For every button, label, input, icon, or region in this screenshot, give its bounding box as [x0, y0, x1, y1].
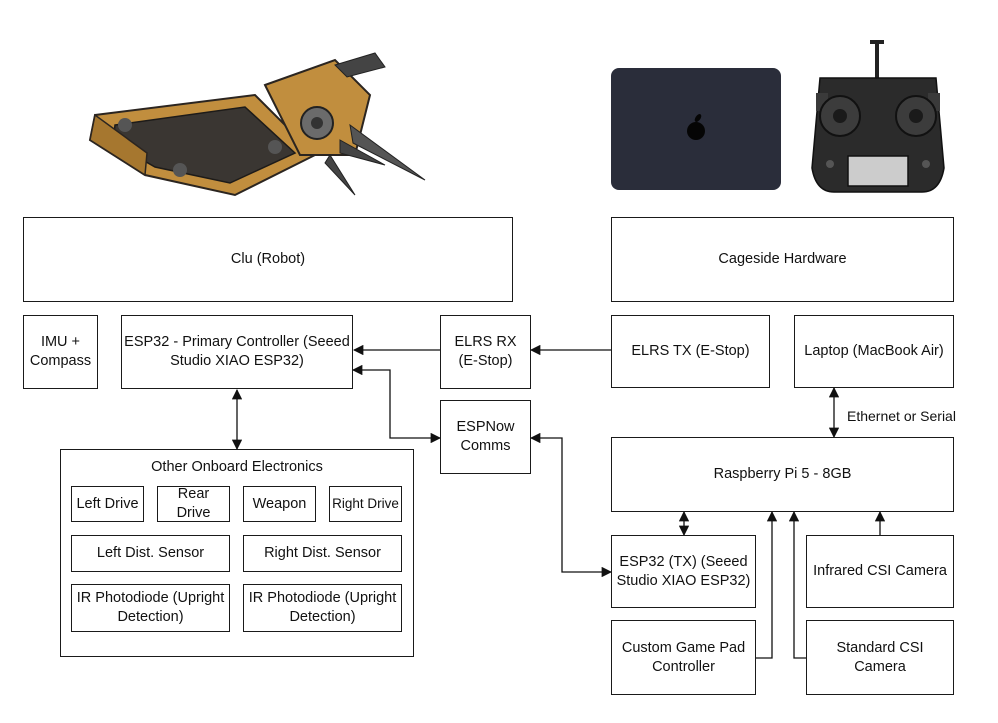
left-distance-sensor-label: Left Dist. Sensor [96, 545, 205, 562]
esp32-tx-label: ESP32 (TX) (Seeed Studio XIAO ESP32) [616, 553, 751, 589]
left-distance-sensor-box: Left Dist. Sensor [71, 535, 230, 572]
ir-photodiode-left-box: IR Photodiode (Upright Detection) [71, 584, 230, 632]
imu-compass-box: IMU + Compass [23, 315, 98, 389]
elrs-rx-label: ELRS RX (E-Stop) [454, 334, 517, 369]
right-drive-box: Right Drive [329, 486, 402, 522]
esp32-primary-controller-label: ESP32 - Primary Controller (Seeed Studio… [124, 334, 350, 369]
weapon-box: Weapon [243, 486, 316, 522]
apple-logo-icon [687, 114, 705, 140]
custom-gamepad-box: Custom Game Pad Controller [611, 620, 756, 695]
robot-illustration [88, 52, 426, 197]
esp32-tx-box: ESP32 (TX) (Seeed Studio XIAO ESP32) [611, 535, 756, 608]
edge-espnow-esp32tx [529, 432, 613, 578]
laptop-label: Laptop (MacBook Air) [804, 343, 944, 360]
infrared-csi-camera-label: Infrared CSI Camera [813, 563, 947, 580]
ethernet-serial-label: Ethernet or Serial [847, 408, 956, 424]
espnow-comms-label: ESPNow Comms [456, 419, 515, 454]
espnow-comms-box: ESPNow Comms [440, 400, 531, 474]
ir-photodiode-right-label: IR Photodiode (Upright Detection) [248, 590, 397, 625]
custom-gamepad-label: Custom Game Pad Controller [621, 639, 746, 675]
edge-gamepad-rpi [756, 510, 778, 659]
right-drive-label: Right Drive [332, 496, 399, 512]
edge-standardcam-rpi [788, 510, 806, 659]
infrared-csi-camera-box: Infrared CSI Camera [806, 535, 954, 608]
imu-compass-label: IMU + Compass [29, 334, 92, 369]
standard-csi-camera-label: Standard CSI Camera [836, 639, 924, 675]
left-drive-label: Left Drive [76, 495, 139, 512]
cageside-hardware-label: Cageside Hardware [718, 251, 847, 268]
ir-photodiode-right-box: IR Photodiode (Upright Detection) [243, 584, 402, 632]
right-distance-sensor-box: Right Dist. Sensor [243, 535, 402, 572]
clu-robot-label: Clu (Robot) [230, 251, 306, 268]
ir-photodiode-left-label: IR Photodiode (Upright Detection) [76, 590, 225, 625]
esp32-primary-controller-box: ESP32 - Primary Controller (Seeed Studio… [121, 315, 353, 389]
clu-robot-box: Clu (Robot) [23, 217, 513, 302]
weapon-label: Weapon [252, 495, 307, 512]
laptop-box: Laptop (MacBook Air) [794, 315, 954, 388]
standard-csi-camera-box: Standard CSI Camera [806, 620, 954, 695]
elrs-tx-box: ELRS TX (E-Stop) [611, 315, 770, 388]
laptop-illustration [611, 68, 781, 190]
radio-controller-illustration [811, 40, 945, 193]
rear-drive-label: Rear Drive [176, 486, 211, 521]
rear-drive-box: Rear Drive [157, 486, 230, 522]
left-drive-box: Left Drive [71, 486, 144, 522]
edge-espnow-esp32 [351, 364, 442, 444]
raspberry-pi-box: Raspberry Pi 5 - 8GB [611, 437, 954, 512]
elrs-tx-label: ELRS TX (E-Stop) [631, 343, 750, 360]
onboard-electronics-title: Other Onboard Electronics [151, 459, 323, 475]
raspberry-pi-label: Raspberry Pi 5 - 8GB [713, 466, 852, 483]
elrs-rx-box: ELRS RX (E-Stop) [440, 315, 531, 389]
right-distance-sensor-label: Right Dist. Sensor [264, 545, 381, 562]
cageside-hardware-box: Cageside Hardware [611, 217, 954, 302]
